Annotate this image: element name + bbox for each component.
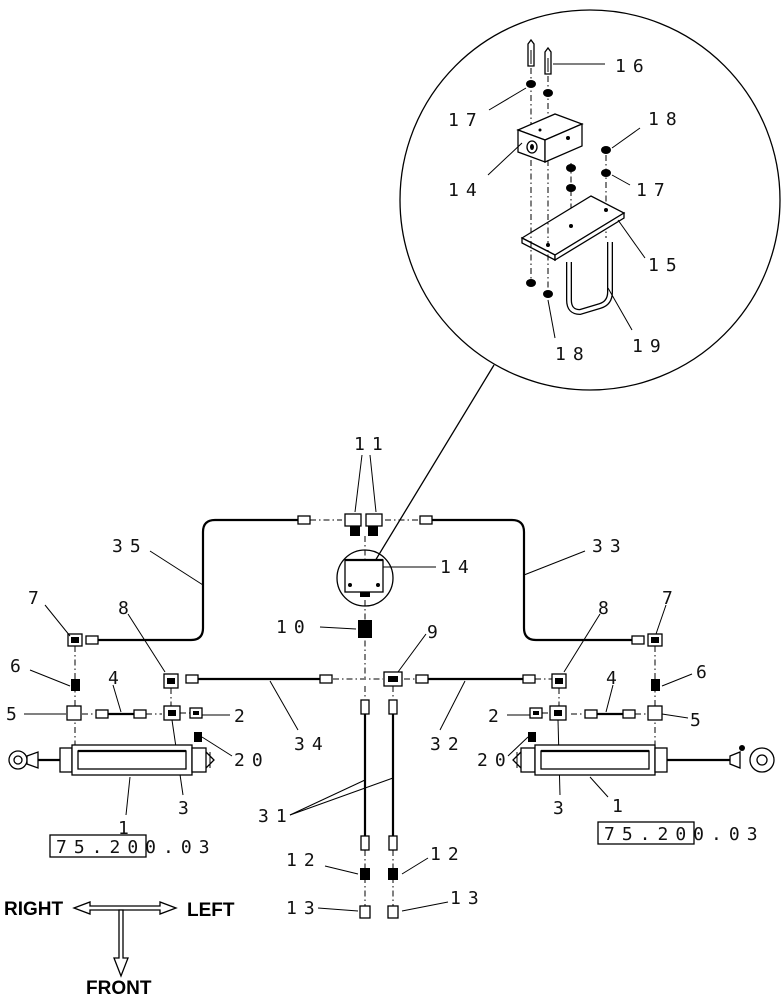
callout-2-left: 2	[234, 706, 252, 727]
callout-20-right: 20	[477, 750, 513, 771]
callout-9: 9	[427, 622, 445, 643]
callout-7-left: 7	[28, 588, 46, 609]
callout-14-main: 14	[440, 557, 476, 578]
callout-16: 16	[615, 56, 651, 77]
callout-15: 15	[648, 255, 684, 276]
hose-35	[98, 518, 300, 642]
callout-5-right: 5	[690, 710, 708, 731]
fitting-12-right	[388, 868, 398, 880]
nut-18-bottom	[543, 290, 553, 298]
callout-17-left: 17	[448, 110, 484, 131]
fitting-20-left	[194, 732, 202, 742]
callout-13-right: 13	[450, 888, 486, 909]
callout-11: 11	[354, 434, 390, 455]
callout-12-left: 12	[286, 850, 322, 871]
tee-5-right	[647, 705, 663, 721]
washer-17-left	[526, 80, 536, 88]
reference-box-right	[597, 821, 695, 845]
callout-3-left: 3	[178, 798, 196, 819]
reference-left: 75.200.03	[56, 837, 217, 858]
callout-8-left: 8	[118, 598, 136, 619]
reference-right: 75.200.03	[604, 824, 765, 845]
left-cylinder-group: 7 6 5 4 8 2 3 20	[6, 588, 270, 858]
callout-1-right: 1	[612, 796, 630, 817]
callout-13-left: 13	[286, 898, 322, 919]
washer-17-right	[543, 89, 553, 97]
fitting-6-left	[71, 679, 80, 691]
direction-front-label: FRONT	[86, 978, 152, 999]
bolt-left	[527, 38, 535, 67]
fitting-12-left	[360, 868, 370, 880]
callout-33: 33	[592, 536, 628, 557]
detail-view: 16 17 18 14 17 15 19 18	[371, 9, 781, 567]
callout-6-right: 6	[696, 662, 714, 683]
callout-3-right: 3	[553, 798, 571, 819]
front-arrow	[113, 909, 129, 978]
tee-9	[383, 671, 403, 687]
fitting-10	[358, 620, 372, 638]
callout-18-top: 18	[648, 109, 684, 130]
fitting-11-left	[344, 513, 362, 536]
direction-right-label: RIGHT	[4, 899, 64, 920]
left-right-arrow	[72, 901, 178, 915]
nut-18-left	[526, 279, 536, 287]
detail-circle	[399, 9, 781, 391]
callout-4-left: 4	[108, 668, 126, 689]
u-bolt-19	[566, 242, 613, 316]
callout-5-left: 5	[6, 704, 24, 725]
right-cylinder-group: 7 6 5 4 8 2 3 20	[477, 588, 775, 845]
callout-18-bottom: 18	[555, 344, 591, 365]
callout-34: 34	[294, 734, 330, 755]
cylinder-1-left	[8, 744, 215, 776]
fitting-20-right	[528, 732, 536, 742]
bolt-right	[544, 46, 552, 75]
tee-5-left	[66, 705, 82, 721]
center-assembly: 11 14 10 34 9	[98, 434, 632, 919]
callout-10: 10	[276, 617, 312, 638]
direction-left-label: LEFT	[187, 900, 235, 921]
detail-leader-line	[371, 364, 495, 567]
cap-13-left	[359, 905, 371, 919]
cylinder-1-right	[512, 744, 775, 776]
valve-14-view	[336, 549, 394, 607]
callout-31: 31	[258, 806, 294, 827]
callout-35: 35	[112, 536, 148, 557]
callout-14-detail: 14	[448, 180, 484, 201]
nut-18-top	[601, 146, 611, 154]
direction-indicator: RIGHT LEFT FRONT	[4, 899, 235, 999]
callout-32: 32	[430, 734, 466, 755]
callout-12-right: 12	[430, 844, 466, 865]
valve-block-14	[516, 113, 584, 163]
cap-13-right	[387, 905, 399, 919]
callout-7-right: 7	[662, 588, 680, 609]
callout-20-left: 20	[234, 750, 270, 771]
callout-17-right: 17	[636, 180, 672, 201]
mounting-plate-15	[520, 195, 626, 262]
callout-8-right: 8	[598, 598, 616, 619]
callout-1-left: 1	[118, 818, 136, 839]
hose-33	[430, 518, 632, 642]
fitting-11-right	[365, 513, 383, 536]
fitting-6-right	[651, 679, 660, 691]
callout-6-left: 6	[10, 656, 28, 677]
callout-2-right: 2	[488, 706, 506, 727]
callout-4-right: 4	[606, 668, 624, 689]
callout-19: 19	[632, 336, 668, 357]
reference-box-left	[49, 834, 147, 858]
